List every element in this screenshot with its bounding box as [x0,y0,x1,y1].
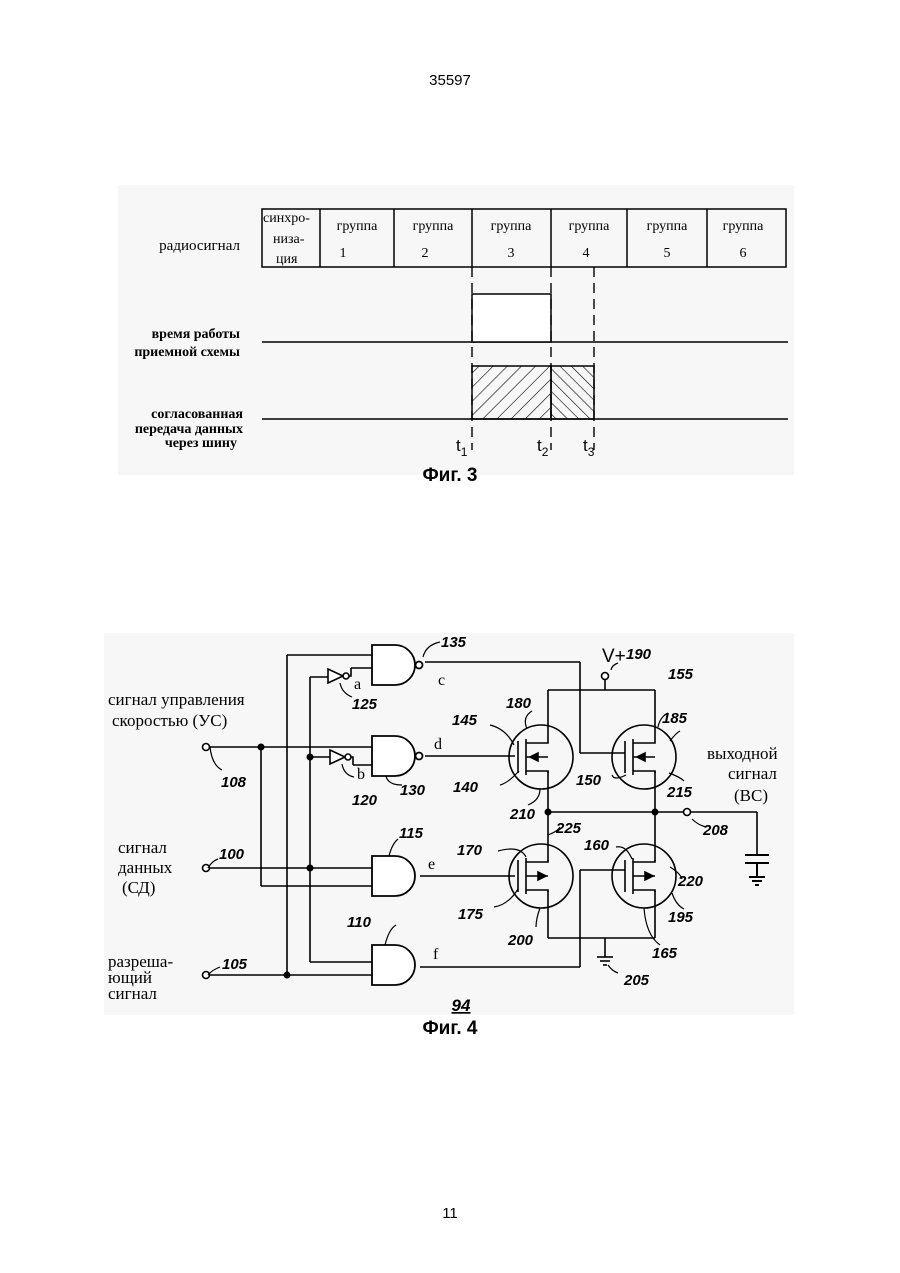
fig3-caption: Фиг. 3 [422,465,477,486]
ref-208: 208 [702,822,729,839]
ref-130: 130 [400,782,426,799]
group-4-word: группа [569,219,611,234]
output-label-3: (ВС) [734,786,768,805]
ref-110: 110 [347,914,372,931]
ref-220: 220 [677,873,704,890]
ref-108: 108 [221,774,247,791]
ref-140: 140 [453,779,479,796]
group-6-word: группа [723,219,765,234]
signal-d-label: d [434,736,442,753]
and-gate-110 [372,945,415,985]
ref-105: 105 [222,956,248,973]
group-4-number: 4 [583,246,590,261]
group-3-word: группа [491,219,533,234]
signal-f-label: f [433,946,439,963]
row-label-bus-3: через шину [165,436,237,451]
input-data-label-3: (СД) [122,878,155,897]
ref-160: 160 [584,837,610,854]
ref-215: 215 [666,784,693,801]
ref-100: 100 [219,846,245,863]
document-number: 35597 [0,72,900,89]
group-6-number: 6 [740,246,747,261]
row-label-bus-1: согласованная [151,407,243,422]
group-2-word: группа [413,219,455,234]
signal-b-label: b [357,766,365,783]
ref-125: 125 [352,696,378,713]
row-label-receiver-2: приемной схемы [134,345,240,360]
ref-135: 135 [441,634,467,651]
row-label-bus-2: передача данных [135,422,243,437]
input-enable-label-3: сигнал [108,984,157,1003]
ref-165: 165 [652,945,678,962]
ref-190: 190 [626,646,652,663]
signal-c-label: c [438,672,445,689]
fig4-circuit-schematic: сигнал управления скоростью (УС) сигнал … [0,625,900,1045]
ref-195: 195 [668,909,694,926]
ref-210: 210 [509,806,536,823]
input-speed-label-1: сигнал управления [108,690,245,709]
sync-label-1: синхро- [263,211,310,226]
input-data-label-1: сигнал [118,838,167,857]
sync-label-3: ция [276,252,298,267]
row-label-radio-signal: радиосигнал [159,238,240,254]
row-label-receiver-1: время работы [152,327,240,342]
signal-e-label: e [428,856,435,873]
ref-155: 155 [668,666,694,683]
fig3-timing-diagram: синхро- низа- ция группа 1 группа 2 груп… [0,180,900,490]
fig4-caption: Фиг. 4 [422,1018,477,1039]
input-data-label-2: данных [118,858,173,877]
input-speed-label-2: скоростью (УС) [112,711,227,730]
ref-205: 205 [623,972,650,989]
ref-170: 170 [457,842,483,859]
output-label-2: сигнал [728,764,777,783]
supply-terminal [602,673,609,680]
page-number: 11 [0,1205,900,1222]
ref-185: 185 [662,710,688,727]
and-gate-115 [372,856,415,896]
supply-label: V+ [602,646,626,667]
group-5-word: группа [647,219,689,234]
sync-label-2: низа- [273,232,305,247]
group-1-number: 1 [340,246,347,261]
ref-225: 225 [555,820,582,837]
ref-200: 200 [507,932,534,949]
ref-145: 145 [452,712,478,729]
group-2-number: 2 [422,246,429,261]
output-label-1: выходной [707,744,778,763]
ref-115: 115 [399,825,424,842]
group-3-number: 3 [508,246,515,261]
group-5-number: 5 [664,246,671,261]
ref-120: 120 [352,792,378,809]
ref-150: 150 [576,772,602,789]
circuit-reference-94: 94 [452,996,471,1015]
ref-175: 175 [458,906,484,923]
ref-180: 180 [506,695,532,712]
signal-a-label: a [354,676,361,693]
group-1-word: группа [337,219,379,234]
